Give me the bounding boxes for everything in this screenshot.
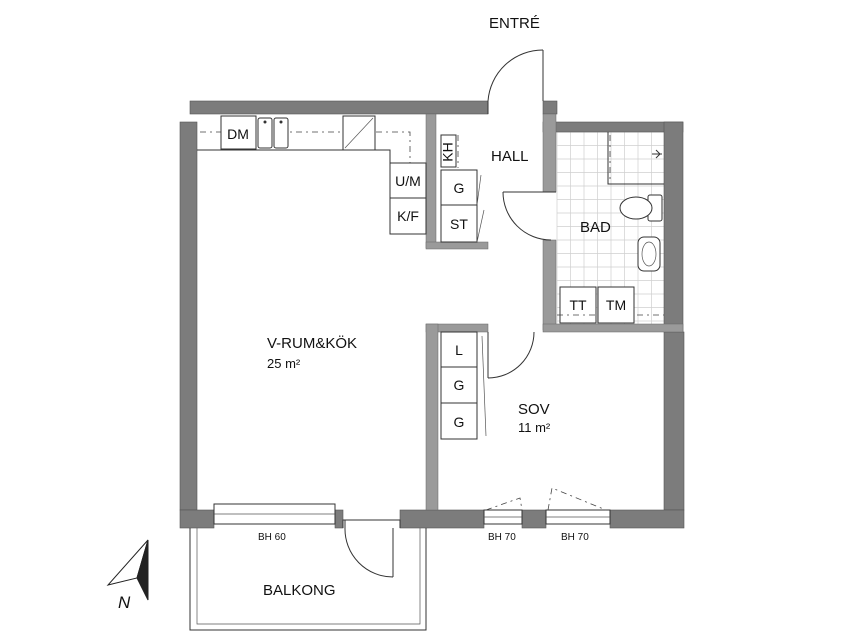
linen-closet-label: L: [455, 342, 463, 358]
shower: [607, 132, 664, 185]
linen-closet: L: [440, 331, 478, 368]
hall-wardrobe: G: [440, 169, 482, 206]
kitchen-counter: [197, 115, 426, 164]
interior-walls: [425, 113, 684, 511]
balcony: [189, 528, 427, 631]
bedroom-window-right-label: BH 70: [561, 532, 589, 543]
coat-hanger: KH: [440, 134, 459, 168]
fridge-freezer: K/F: [389, 197, 427, 235]
entrance-label: ENTRÉ: [489, 15, 540, 32]
balcony-label: BALKONG: [263, 582, 336, 599]
hall-label: HALL: [491, 148, 529, 165]
cleaning-closet: ST: [440, 204, 485, 243]
outer-walls: [179, 100, 685, 529]
windows: [213, 487, 611, 525]
living-room-area: 25 m²: [267, 356, 301, 371]
bedroom-wardrobe-1-label: G: [454, 377, 465, 393]
oven-label: U/M: [395, 173, 421, 189]
living-window-label: BH 60: [258, 532, 286, 543]
washer-label: TT: [569, 297, 587, 313]
bedroom-wardrobe-1: G: [440, 366, 478, 404]
doors: [342, 49, 556, 578]
bedroom-wardrobe-2: G: [440, 335, 487, 440]
dishwasher-label: DM: [227, 126, 249, 142]
bedroom-area: 11 m²: [518, 420, 551, 435]
washbasin: [637, 236, 661, 272]
bedroom-wardrobe-2-label: G: [454, 414, 465, 430]
cleaning-closet-label: ST: [450, 216, 468, 232]
toilet: [619, 194, 663, 222]
dishwasher: DM: [220, 115, 257, 150]
bedroom-window-left-label: BH 70: [488, 532, 516, 543]
dryer-label: TM: [606, 297, 626, 313]
bath-label: BAD: [580, 219, 611, 236]
hall-wardrobe-label: G: [454, 180, 465, 196]
washer: TT: [557, 286, 664, 324]
dryer: TM: [597, 286, 635, 324]
north-arrow: N: [106, 539, 149, 612]
living-room-label: V-RUM&KÖK: [267, 334, 357, 352]
bedroom-label: SOV: [518, 401, 550, 418]
north-label: N: [118, 593, 131, 612]
fridge-freezer-label: K/F: [397, 208, 419, 224]
coat-hanger-label: KH: [440, 142, 456, 161]
oven: U/M: [389, 162, 427, 199]
